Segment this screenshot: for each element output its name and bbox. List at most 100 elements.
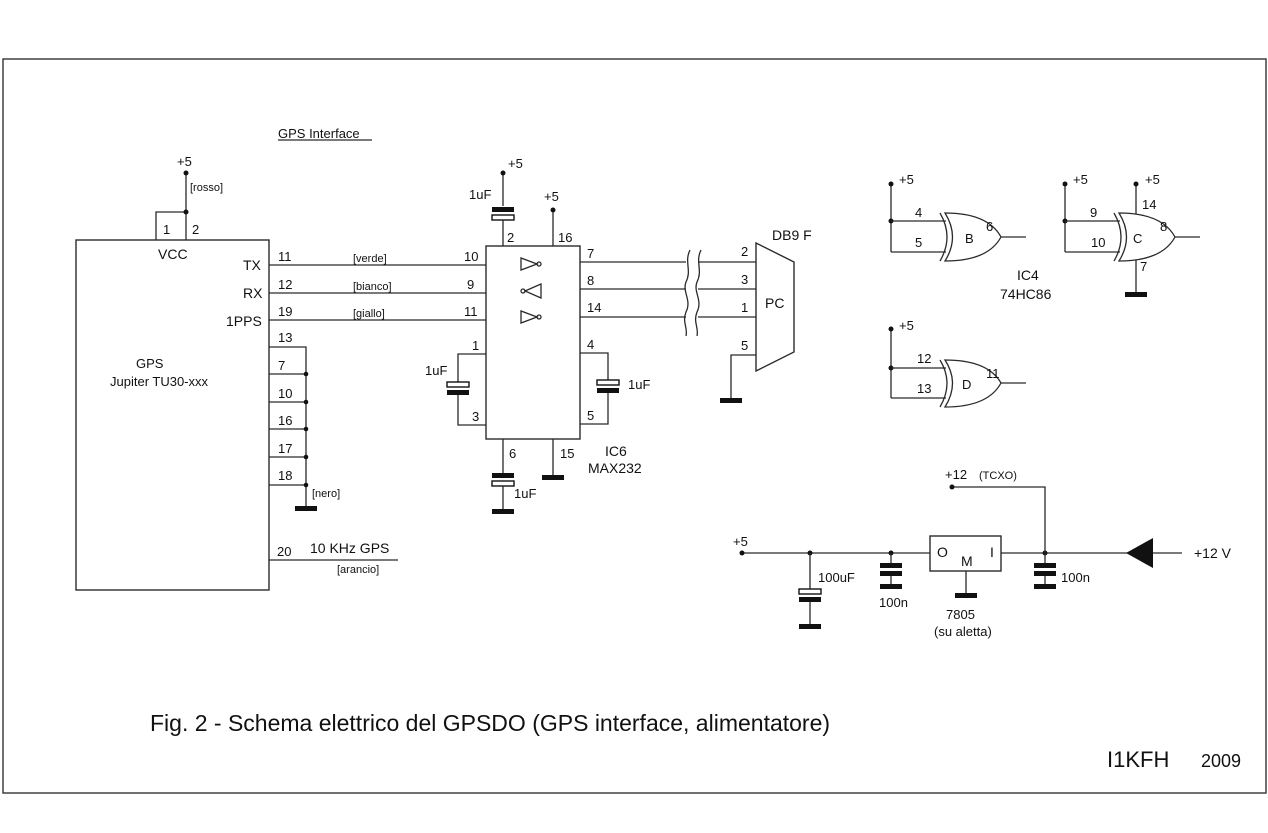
pin-label: 19 (278, 304, 292, 319)
ground-symbol (1125, 292, 1147, 297)
capacitor-value: 1uF (628, 377, 650, 392)
supply-label: +5 (1145, 172, 1160, 187)
pin-label: 5 (915, 235, 922, 250)
pin-label: 5 (587, 408, 594, 423)
pin-label: 4 (587, 337, 594, 352)
year: 2009 (1201, 751, 1241, 771)
pin-label: 2 (507, 230, 514, 245)
pin-label: 20 (277, 544, 291, 559)
serial-cable (580, 249, 756, 337)
db9-label: PC (765, 295, 784, 311)
wire-color-label: [bianco] (353, 281, 392, 293)
cable-break-icon (683, 249, 691, 337)
capacitor-value: 1uF (514, 486, 536, 501)
gps-signal-1pps: 1PPS (226, 313, 262, 329)
pin-label: 7 (587, 246, 594, 261)
pin-label: 2 (741, 244, 748, 259)
capacitor-value: 100n (1061, 570, 1090, 585)
capacitor-value: 1uF (425, 363, 447, 378)
regulator-pin-m: M (961, 553, 973, 569)
ic-part: MAX232 (588, 460, 642, 476)
supply-label: +5 (544, 189, 559, 204)
capacitor-value: 1uF (469, 187, 491, 202)
section-title: GPS Interface (278, 126, 360, 141)
input-voltage-label: +12 V (1194, 545, 1232, 561)
ground-symbol (492, 509, 514, 514)
power-supply: +5 100uF 100n O M I 7805 (su aletta) +12… (733, 467, 1232, 639)
pin-label: 6 (986, 219, 993, 234)
pin-label: 16 (558, 230, 572, 245)
gps-signal-rx: RX (243, 285, 263, 301)
db9-connector: DB9 F PC 2 3 1 5 (720, 227, 812, 403)
gps-ground-bus (269, 346, 317, 511)
ic-part: 74HC86 (1000, 286, 1052, 302)
gps-vcc-pin-1: 1 (163, 222, 170, 237)
supply-label: +5 (899, 172, 914, 187)
pin-label: 3 (472, 409, 479, 424)
author-callsign: I1KFH (1107, 747, 1169, 772)
pin-label: 14 (1142, 197, 1156, 212)
max232-body (485, 245, 581, 440)
10khz-label: 10 KHz GPS (310, 540, 389, 556)
gps-name: GPS (136, 356, 164, 371)
pin-label: 3 (741, 272, 748, 287)
drawing-frame (2, 58, 1267, 794)
driver-tx-icon (520, 257, 542, 271)
supply-node (183, 170, 189, 176)
pin-label: 11 (278, 249, 292, 264)
gps-supply-label: +5 (177, 154, 192, 169)
gps-supply-wire: [rosso] (190, 182, 223, 194)
gate-name: D (962, 377, 971, 392)
driver-pps-icon (520, 310, 542, 324)
capacitor-value: 100uF (818, 570, 855, 585)
max232-ic: +5 1uF 2 +5 16 1 3 1uF 4 5 1uF 6 1uF (425, 156, 650, 514)
tcxo-note: (TCXO) (979, 470, 1017, 482)
pin-label: 5 (741, 338, 748, 353)
pin-label: 11 (986, 366, 1000, 381)
capacitor-plate (492, 207, 514, 212)
gate-name: B (965, 231, 974, 246)
regulator-pin-o: O (937, 544, 948, 560)
pin-label: 10 (1091, 235, 1105, 250)
pin-label: 4 (915, 205, 922, 220)
pin-label: 13 (278, 330, 292, 345)
receiver-rx-icon (520, 283, 542, 299)
xor-gate-d: +5 D 12 13 11 (888, 318, 1026, 408)
pin-label: 9 (1090, 205, 1097, 220)
gate-name: C (1133, 231, 1142, 246)
ground-symbol (295, 506, 317, 511)
gps-signal-tx: TX (243, 257, 262, 273)
gps-module-body (75, 239, 270, 591)
ground-symbol (799, 624, 821, 629)
ground-symbol (955, 593, 977, 598)
gps-module: VCC GPS Jupiter TU30-xxx +5 [rosso] 1 2 … (75, 154, 486, 591)
gps-model: Jupiter TU30-xxx (110, 374, 209, 389)
capacitor-value: 100n (879, 595, 908, 610)
ic4-74hc86: +5 B 4 5 6 +5 +5 14 (888, 172, 1200, 408)
pin-label: 7 (1140, 259, 1147, 274)
pin-label: 12 (917, 351, 931, 366)
xor-gate-b: +5 B 4 5 6 (888, 172, 1026, 262)
regulator-part: 7805 (946, 607, 975, 622)
wire-color-label: [giallo] (353, 308, 385, 320)
gps-vcc-pin-2: 2 (192, 222, 199, 237)
pin-label: 12 (278, 277, 292, 292)
supply-label: +5 (508, 156, 523, 171)
supply-label: +5 (1073, 172, 1088, 187)
wire-color-label: [nero] (312, 488, 340, 500)
pin-label: 6 (509, 446, 516, 461)
pin-label: 7 (278, 358, 285, 373)
pin-label: 10 (464, 249, 478, 264)
pin-label: 18 (278, 468, 292, 483)
pin-label: 8 (587, 273, 594, 288)
db9-body (755, 241, 795, 373)
ground-symbol (720, 398, 742, 403)
pin-label: 15 (560, 446, 574, 461)
pin-label: 1 (472, 338, 479, 353)
pin-label: 10 (278, 386, 292, 401)
xor-gate-c: +5 +5 14 7 C 9 10 8 (1062, 172, 1200, 297)
supply-label: +5 (899, 318, 914, 333)
pin-label: 17 (278, 441, 292, 456)
pin-label: 11 (464, 304, 478, 319)
